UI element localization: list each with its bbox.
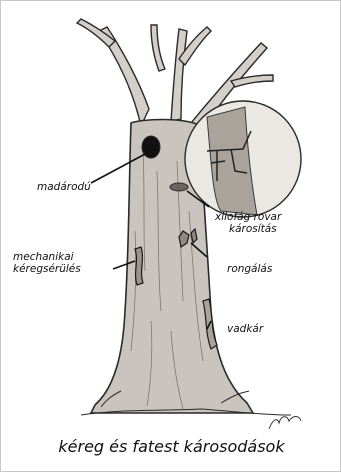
tree-illustration — [11, 11, 331, 433]
tree-drawing — [11, 11, 331, 433]
magnified-insect-damage — [185, 101, 301, 217]
label-xilofag-1: xilofág rovar — [215, 211, 281, 223]
label-mechanikai-2: kéregsérülés — [13, 263, 81, 275]
insect-bore — [170, 183, 188, 191]
figure-caption: kéreg és fatest károsodások — [1, 437, 341, 456]
mechanical-damage — [135, 247, 143, 285]
artist-signature — [269, 417, 301, 430]
label-rongalas: rongálás — [227, 263, 272, 275]
label-vadkar: vadkár — [227, 323, 263, 335]
label-xilofag-2: károsítás — [229, 223, 277, 235]
label-mechanikai-1: mechanikai — [13, 251, 74, 263]
label-madarodu: madárodú — [37, 181, 91, 193]
